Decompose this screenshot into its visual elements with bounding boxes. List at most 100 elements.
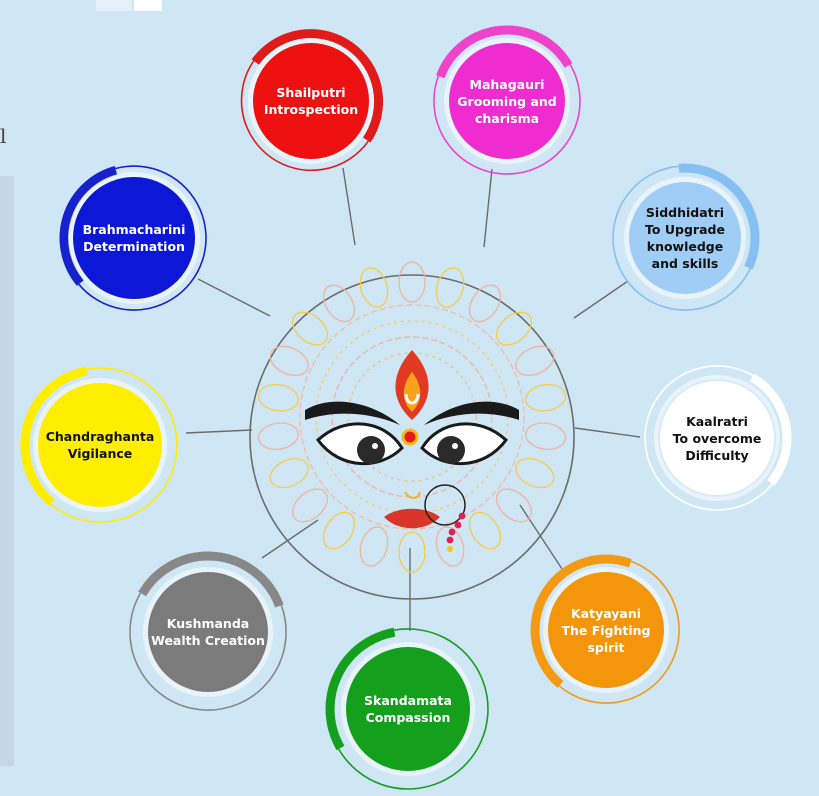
hub-petal — [257, 422, 299, 451]
node-disc — [548, 572, 664, 688]
hub-petal — [269, 457, 309, 489]
node-kaalratri — [644, 365, 792, 511]
hub-petal — [515, 457, 555, 489]
right-pupil-highlight — [452, 443, 458, 449]
node-label-line: Chandraghanta — [45, 429, 155, 444]
node-label-line: charisma — [474, 110, 540, 126]
hub-petal — [359, 267, 389, 308]
node-label-line: knowledge — [646, 239, 724, 254]
node-disc — [73, 177, 195, 299]
node-disc — [38, 383, 162, 507]
connector-kaalratri — [574, 427, 641, 438]
node-ring-thick — [530, 554, 632, 688]
node-ring-thin — [644, 365, 773, 511]
top-tab — [96, 0, 132, 11]
node-ring-thin — [612, 165, 752, 311]
left-panel — [0, 176, 14, 766]
node-label-line: Difficulty — [685, 447, 749, 463]
right-eyebrow — [424, 401, 519, 425]
node-label-line: Grooming and — [457, 93, 557, 109]
connector-katyayani — [519, 504, 567, 576]
node-ring-thick — [325, 627, 396, 751]
hub-petal — [398, 261, 426, 303]
node-shailputri — [240, 29, 384, 172]
hub-petal — [435, 526, 465, 567]
hub-petal — [435, 267, 465, 308]
nose-ring-bead — [446, 536, 454, 544]
left-eyebrow — [305, 401, 400, 425]
node-skandamata — [325, 627, 489, 790]
node-ring-thin — [338, 628, 489, 790]
node-ring-thin — [49, 367, 178, 523]
connector-lines — [185, 167, 641, 631]
connector-chandraghanta — [185, 429, 253, 434]
nose — [404, 491, 421, 499]
node-ring-thin — [78, 165, 207, 311]
connector-mahagauri — [483, 168, 493, 248]
hub-petal — [322, 511, 356, 550]
connector-kushmanda — [261, 519, 319, 559]
hub-petal — [496, 311, 532, 346]
right-eye — [420, 422, 509, 466]
node-label-line: Kaalratri — [686, 413, 748, 429]
node-label-line: Siddhidatri — [645, 205, 725, 220]
hub-mandala-ring — [299, 304, 525, 530]
nose-ring-pendant — [447, 546, 453, 552]
hub-petal — [398, 531, 426, 573]
hub-mandala-ring — [315, 320, 509, 514]
node-brahmacharini — [59, 165, 207, 311]
hub-petal — [525, 383, 567, 412]
node-label-line: Determination — [83, 239, 185, 254]
node-ring-thick — [436, 25, 573, 79]
hub-mandala-ring — [331, 336, 493, 498]
hub-petal — [269, 345, 309, 377]
nose-ring-bead — [448, 528, 456, 536]
node-ring-thick — [251, 29, 384, 143]
durga-face-icon — [305, 350, 519, 552]
connector-shailputri — [342, 167, 356, 246]
connector-brahmacharini — [197, 278, 271, 317]
hub-petal — [292, 488, 328, 523]
nose-ring-bead — [454, 521, 462, 529]
node-katyayani — [530, 554, 680, 704]
node-mahagauri — [433, 25, 581, 175]
nose-ring-bead — [458, 512, 466, 520]
node-label-line: Skandamata — [364, 693, 452, 708]
node-disc — [629, 182, 741, 294]
hub-petal — [257, 383, 299, 412]
hub-petal — [322, 284, 356, 323]
central-hub — [249, 261, 575, 600]
node-label-line: Brahmacharini — [82, 222, 186, 237]
node-disc — [253, 43, 369, 159]
hub-petal — [525, 422, 567, 451]
node-label-line: Vigilance — [67, 446, 133, 461]
bindi — [401, 428, 419, 446]
hub-petal — [292, 311, 328, 346]
lips — [384, 508, 440, 529]
tilak-mark — [404, 393, 420, 405]
connector-siddhidatri — [573, 280, 629, 319]
node-label-line: and skills — [651, 256, 719, 271]
node-label-line: To overcome — [672, 430, 762, 446]
node-label-line: Kushmanda — [166, 616, 250, 631]
node-kushmanda — [129, 551, 287, 711]
node-disc — [658, 379, 776, 497]
node-ring-thin — [240, 60, 369, 172]
hub-petal — [359, 526, 389, 567]
node-ring-thin — [558, 560, 680, 704]
node-siddhidatri — [612, 163, 760, 311]
hub-petal — [468, 284, 502, 323]
nodes-group — [20, 25, 792, 790]
nose-ring — [424, 484, 466, 526]
node-ring-thin — [433, 64, 581, 175]
hub-petal — [496, 488, 532, 523]
node-disc — [346, 647, 470, 771]
node-label-line: Wealth Creation — [151, 633, 265, 648]
